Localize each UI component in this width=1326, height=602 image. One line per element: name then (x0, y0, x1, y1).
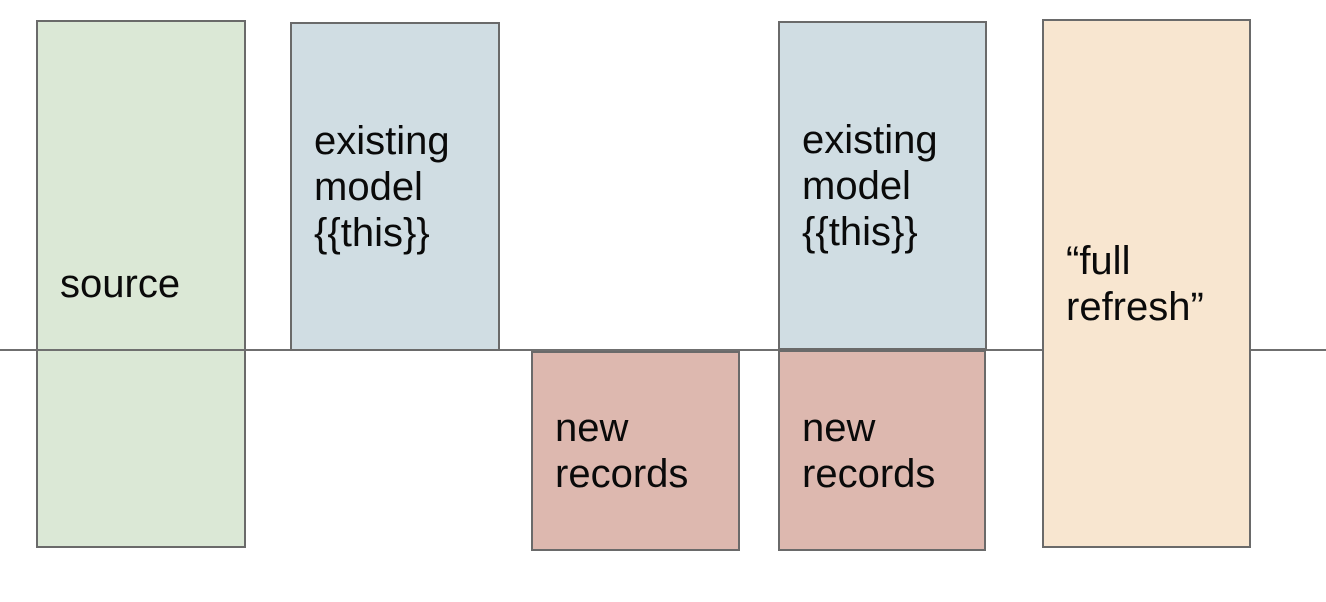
existing-model-box-2-label: existing model {{this}} (802, 117, 938, 254)
existing-model-box-2: existing model {{this}} (778, 21, 987, 350)
new-records-box-1-label: new records (555, 406, 689, 496)
source-box: source (36, 20, 246, 548)
existing-model-box-1-label: existing model {{this}} (314, 118, 450, 255)
source-box-label: source (60, 262, 181, 306)
new-records-box-1: new records (531, 351, 740, 551)
full-refresh-box-label: “full refresh” (1066, 238, 1204, 329)
timeline-divider-line (0, 349, 1326, 351)
new-records-box-2: new records (778, 350, 986, 551)
full-refresh-box: “full refresh” (1042, 19, 1251, 548)
new-records-box-2-label: new records (802, 405, 936, 496)
existing-model-box-1: existing model {{this}} (290, 22, 500, 351)
